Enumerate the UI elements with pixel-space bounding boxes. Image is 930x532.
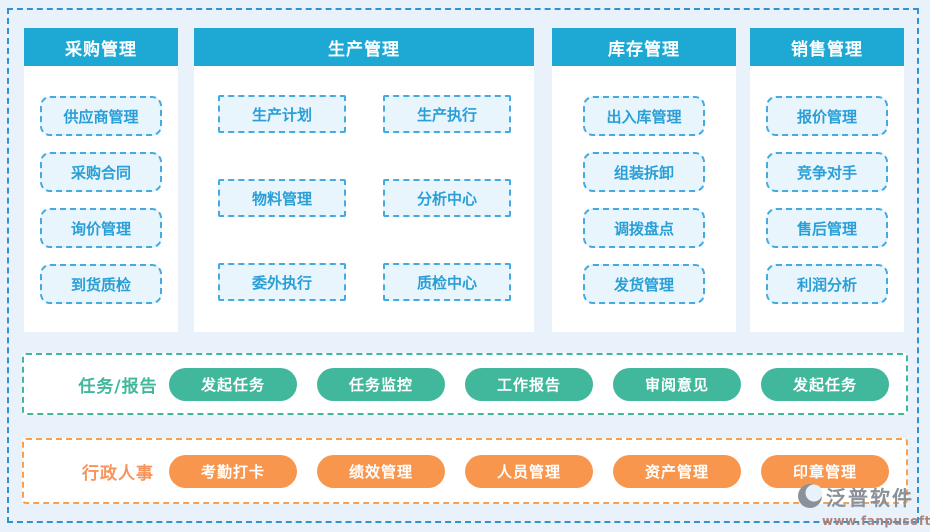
module-quotation-management[interactable]: 报价管理 [766, 96, 888, 136]
module-outsourcing-execution[interactable]: 委外执行 [218, 263, 346, 301]
pill-work-report[interactable]: 工作报告 [465, 367, 593, 401]
panel-production-grid: 生产计划 生产执行 物料管理 分析中心 委外执行 质检中心 [194, 66, 534, 301]
panel-sales-list: 报价管理 竞争对手 售后管理 利润分析 [750, 66, 904, 304]
brand-name: 泛普软件 [826, 486, 914, 510]
pill-task-monitoring[interactable]: 任务监控 [317, 367, 445, 401]
band-tasks-label: 任务/报告 [78, 376, 158, 397]
module-arrival-quality-check[interactable]: 到货质检 [40, 264, 162, 304]
brand-logo[interactable]: 泛普软件 www.fanpusoft.com [797, 483, 930, 528]
module-analysis-center[interactable]: 分析中心 [383, 179, 511, 217]
band-tasks-reports: 任务/报告 发起任务 任务监控 工作报告 审阅意见 发起任务 [22, 353, 908, 415]
outer-dashed-border [7, 8, 919, 523]
module-transfer-stocktaking[interactable]: 调拨盘点 [583, 208, 705, 248]
module-quality-inspection-center[interactable]: 质检中心 [383, 263, 511, 301]
band-hr-pills: 考勤打卡 绩效管理 人员管理 资产管理 印章管理 [169, 440, 889, 502]
pill-performance-management[interactable]: 绩效管理 [317, 454, 445, 488]
module-shipment-management[interactable]: 发货管理 [583, 264, 705, 304]
panel-production-title: 生产管理 [194, 28, 534, 66]
band-hr-label: 行政人事 [82, 463, 154, 484]
panel-purchasing-list: 供应商管理 采购合同 询价管理 到货质检 [24, 66, 178, 304]
module-inquiry-management[interactable]: 询价管理 [40, 208, 162, 248]
module-warehouse-in-out[interactable]: 出入库管理 [583, 96, 705, 136]
panel-inventory: 库存管理 出入库管理 组装拆卸 调拨盘点 发货管理 [552, 28, 736, 332]
brand-swoosh-icon [797, 483, 823, 513]
module-material-management[interactable]: 物料管理 [218, 179, 346, 217]
panel-purchasing: 采购管理 供应商管理 采购合同 询价管理 到货质检 [24, 28, 178, 332]
module-competitors[interactable]: 竞争对手 [766, 152, 888, 192]
module-profit-analysis[interactable]: 利润分析 [766, 264, 888, 304]
panel-sales: 销售管理 报价管理 竞争对手 售后管理 利润分析 [750, 28, 904, 332]
panel-inventory-list: 出入库管理 组装拆卸 调拨盘点 发货管理 [552, 66, 736, 304]
brand-url[interactable]: www.fanpusoft.com [822, 514, 930, 528]
pill-initiate-task-2[interactable]: 发起任务 [761, 367, 889, 401]
pill-asset-management[interactable]: 资产管理 [613, 454, 741, 488]
module-production-plan[interactable]: 生产计划 [218, 95, 346, 133]
module-purchase-contract[interactable]: 采购合同 [40, 152, 162, 192]
module-assembly-disassembly[interactable]: 组装拆卸 [583, 152, 705, 192]
band-admin-hr: 行政人事 考勤打卡 绩效管理 人员管理 资产管理 印章管理 [22, 438, 908, 504]
pill-seal-management[interactable]: 印章管理 [761, 454, 889, 488]
pill-initiate-task[interactable]: 发起任务 [169, 367, 297, 401]
pill-personnel-management[interactable]: 人员管理 [465, 454, 593, 488]
module-production-execution[interactable]: 生产执行 [383, 95, 511, 133]
pill-attendance-clockin[interactable]: 考勤打卡 [169, 454, 297, 488]
band-tasks-pills: 发起任务 任务监控 工作报告 审阅意见 发起任务 [169, 355, 889, 413]
module-supplier-management[interactable]: 供应商管理 [40, 96, 162, 136]
pill-review-comments[interactable]: 审阅意见 [613, 367, 741, 401]
panel-production: 生产管理 生产计划 生产执行 物料管理 分析中心 委外执行 质检中心 [194, 28, 534, 332]
module-after-sales-management[interactable]: 售后管理 [766, 208, 888, 248]
panel-sales-title: 销售管理 [750, 28, 904, 66]
panel-purchasing-title: 采购管理 [24, 28, 178, 66]
panel-inventory-title: 库存管理 [552, 28, 736, 66]
